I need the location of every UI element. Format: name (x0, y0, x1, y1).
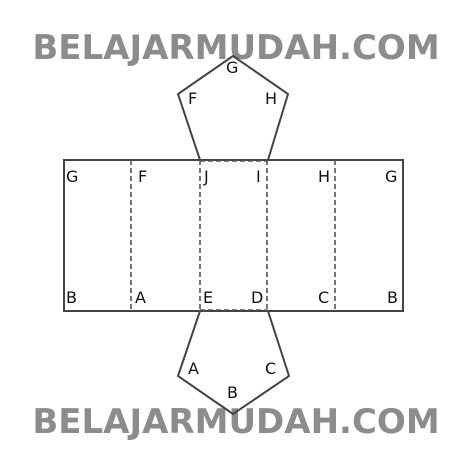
vertex-label-bottom-right: C (265, 359, 276, 378)
rect-bottom-label-2: A (135, 288, 146, 307)
rect-bottom-label-1: B (66, 288, 77, 307)
rect-top-label-2: F (138, 167, 147, 186)
watermark-bottom: BELAJARMUDAH.COM (32, 402, 440, 442)
rect-top-label-1: G (66, 167, 78, 186)
rect-top-label-3: J (203, 167, 209, 186)
vertex-label-top-right: H (265, 89, 277, 108)
rect-bottom-label-5: C (318, 288, 329, 307)
rect-top-label-5: H (318, 167, 330, 186)
vertex-label-bottom-left: A (188, 359, 199, 378)
vertex-label-bottom-apex: B (227, 383, 238, 402)
rect-bottom-label-6: B (387, 288, 398, 307)
rect-top-label-6: G (385, 167, 397, 186)
rect-bottom-label-4: D (251, 288, 263, 307)
rect-top-label-4: I (256, 167, 261, 186)
vertex-label-top-apex: G (226, 58, 238, 77)
vertex-label-top-left: F (188, 89, 197, 108)
watermark-top: BELAJARMUDAH.COM (32, 28, 440, 68)
net-outer-rectangle (63, 159, 404, 312)
rect-bottom-label-3: E (203, 288, 213, 307)
